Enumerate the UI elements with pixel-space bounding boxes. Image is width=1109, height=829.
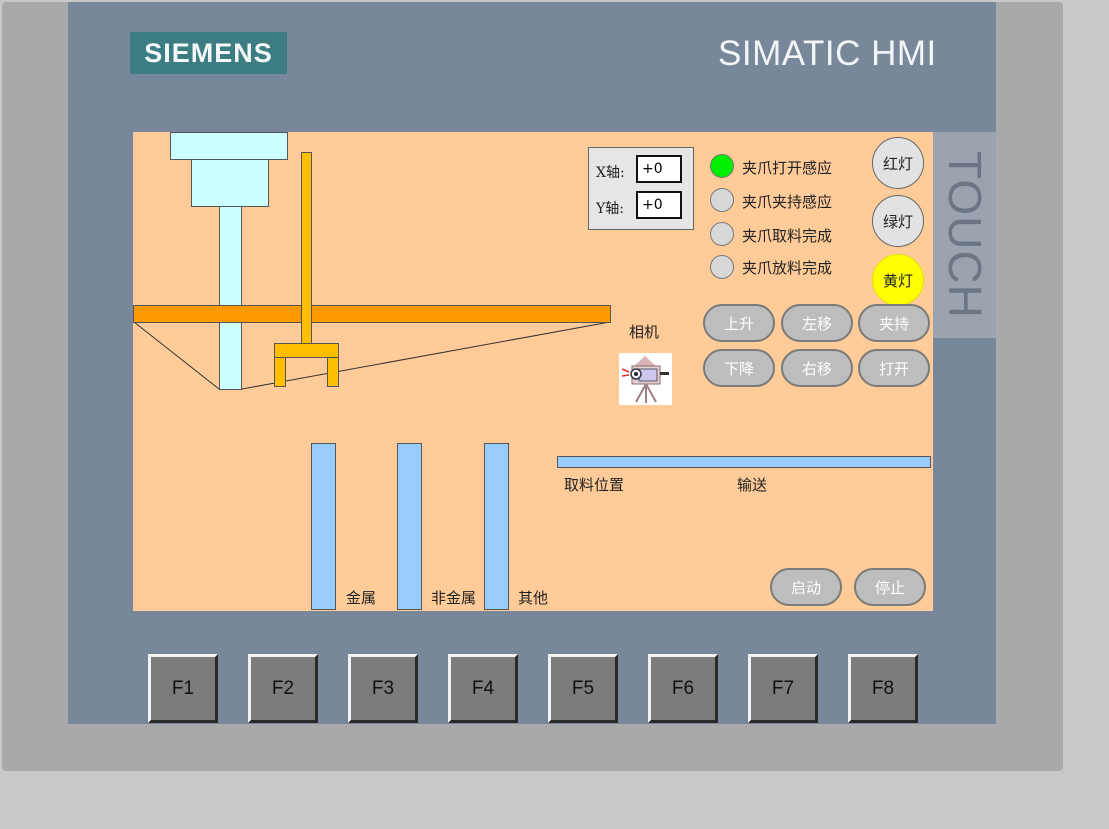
function-key-f5[interactable]: F5 [548, 654, 618, 723]
start-button[interactable]: 启动 [770, 568, 842, 606]
bin-metal [311, 443, 336, 610]
function-key-f7[interactable]: F7 [748, 654, 818, 723]
touch-label: TOUCH [938, 151, 991, 319]
label-other: 其他 [518, 589, 549, 607]
down-button[interactable]: 下降 [703, 349, 775, 387]
lift-cylinder-rod [219, 206, 242, 390]
function-key-f1[interactable]: F1 [148, 654, 218, 723]
function-key-f4[interactable]: F4 [448, 654, 518, 723]
indicator-gripper-pick-done [710, 222, 734, 246]
lamp-red: 红灯 [872, 137, 924, 189]
up-button[interactable]: 上升 [703, 304, 775, 342]
stop-button[interactable]: 停止 [854, 568, 926, 606]
label-gripper-place-done: 夹爪放料完成 [742, 259, 833, 277]
y-axis-field[interactable]: +0 [636, 191, 682, 219]
gripper-finger-right [327, 357, 339, 387]
bin-nonmetal [397, 443, 422, 610]
horizontal-beam [133, 305, 611, 323]
function-key-f6[interactable]: F6 [648, 654, 718, 723]
bin-other [484, 443, 509, 610]
function-key-f3[interactable]: F3 [348, 654, 418, 723]
label-metal: 金属 [346, 589, 377, 607]
axis-readout: X轴: +0 Y轴: +0 [588, 147, 694, 230]
camera-icon [619, 353, 672, 405]
clamp-button[interactable]: 夹持 [858, 304, 930, 342]
indicator-gripper-place-done [710, 255, 734, 279]
lift-cylinder-body [191, 159, 269, 207]
left-move-button[interactable]: 左移 [781, 304, 853, 342]
siemens-logo: SIEMENS [130, 32, 287, 74]
indicator-gripper-open-sensor [710, 154, 734, 178]
support-wires [133, 321, 611, 390]
x-axis-label: X轴: [596, 165, 625, 181]
y-axis-label: Y轴: [596, 201, 624, 217]
product-name: SIMATIC HMI [718, 34, 937, 73]
gripper-head [274, 343, 339, 358]
label-camera: 相机 [629, 323, 660, 341]
touch-strip [933, 132, 996, 338]
label-conveyor: 输送 [737, 476, 768, 494]
indicator-gripper-clamp-sensor [710, 188, 734, 212]
gripper-arm [301, 152, 312, 344]
open-button[interactable]: 打开 [858, 349, 930, 387]
label-gripper-open-sensor: 夹爪打开感应 [742, 159, 833, 177]
label-pickup-position: 取料位置 [564, 476, 625, 494]
function-key-f2[interactable]: F2 [248, 654, 318, 723]
lamp-yellow: 黄灯 [872, 254, 924, 306]
label-gripper-pick-done: 夹爪取料完成 [742, 227, 833, 245]
hmi-screen: 金属 非金属 其他 取料位置 输送 相机 X轴: +0 Y轴: +0 夹爪打开感… [133, 132, 933, 611]
label-nonmetal: 非金属 [431, 589, 477, 607]
x-axis-field[interactable]: +0 [636, 155, 682, 183]
right-move-button[interactable]: 右移 [781, 349, 853, 387]
label-gripper-clamp-sensor: 夹爪夹持感应 [742, 193, 833, 211]
lamp-green: 绿灯 [872, 195, 924, 247]
function-key-f8[interactable]: F8 [848, 654, 918, 723]
conveyor-belt [557, 456, 931, 468]
gripper-finger-left [274, 357, 286, 387]
